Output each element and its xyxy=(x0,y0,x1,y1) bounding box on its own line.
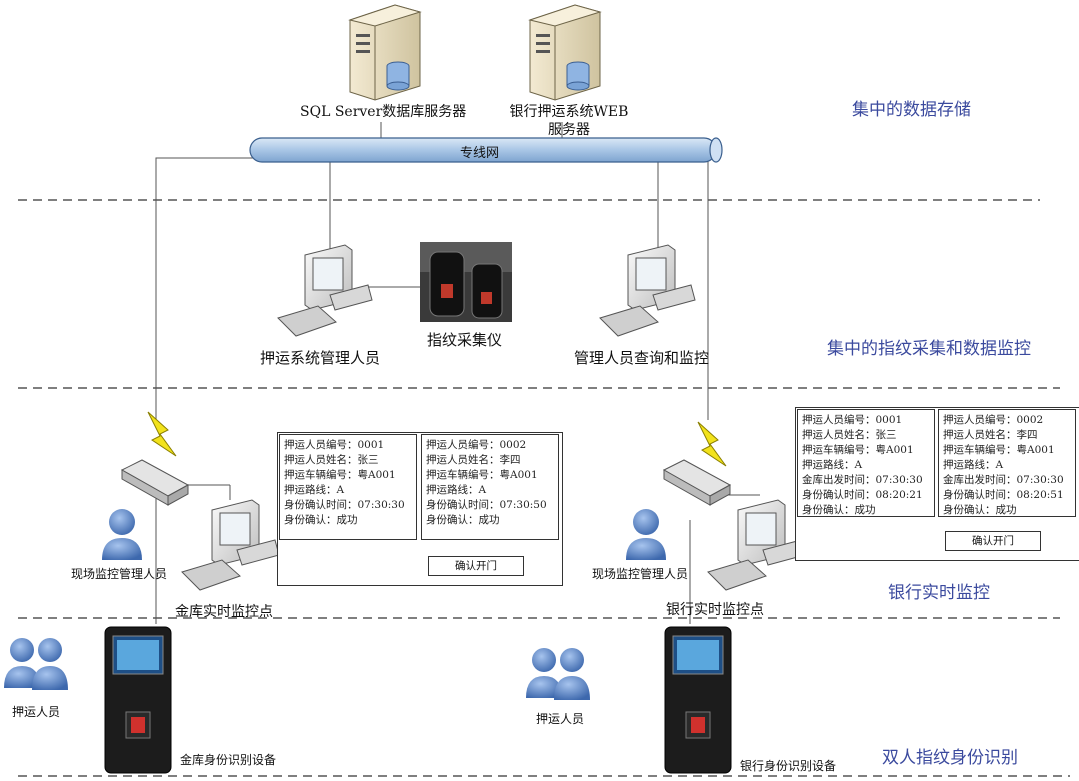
card-line: 身份确认：成功 xyxy=(943,504,1017,516)
manager-label: 管理人员查询和监控 xyxy=(574,349,710,367)
right-network-switch-icon xyxy=(662,459,732,506)
card-line: 身份确认时间：08:20:51 xyxy=(943,489,1064,501)
left-confirm-open-button[interactable]: 确认开门 xyxy=(428,556,524,576)
left-operator-label: 现场监控管理人员 xyxy=(71,567,168,581)
card-line: 身份确认时间：08:20:21 xyxy=(802,489,923,501)
right-confirm-open-button[interactable]: 确认开门 xyxy=(945,531,1041,551)
card-line: 身份确认：成功 xyxy=(802,504,876,516)
left-site-operator-icon xyxy=(102,509,142,560)
right-lightning-icon xyxy=(697,421,727,467)
left-escort-people-icon xyxy=(4,638,68,690)
card-line: 身份确认：成功 xyxy=(284,514,358,526)
section-dual-fingerprint: 双人指纹身份识别 xyxy=(882,748,1018,768)
card-line: 押运路线：A xyxy=(943,459,1004,471)
card-line: 押运路线：A xyxy=(802,459,863,471)
left-lightning-icon xyxy=(147,411,177,457)
card-line: 押运车辆编号：粤A001 xyxy=(943,444,1055,456)
card-line: 押运人员姓名：李四 xyxy=(943,429,1038,441)
section-central-fingerprint: 集中的指纹采集和数据监控 xyxy=(827,339,1031,359)
manager-computer-icon xyxy=(599,244,696,337)
right-card-2: 押运人员编号：0002 押运人员姓名：李四 押运车辆编号：粤A001 押运路线：… xyxy=(938,409,1076,517)
left-network-switch-icon xyxy=(120,459,190,506)
section-bank-monitor: 银行实时监控 xyxy=(888,583,990,603)
card-line: 身份确认：成功 xyxy=(426,514,500,526)
dedicated-network-pipe xyxy=(249,137,723,163)
right-card-1: 押运人员编号：0001 押运人员姓名：张三 押运车辆编号：粤A001 押运路线：… xyxy=(797,409,935,517)
card-line: 身份确认时间：07:30:30 xyxy=(284,499,405,511)
scanner-label: 指纹采集仪 xyxy=(427,331,503,349)
vault-device-label: 金库身份识别设备 xyxy=(180,753,277,767)
card-line: 金库出发时间：07:30:30 xyxy=(802,474,923,486)
card-line: 押运人员姓名：张三 xyxy=(284,454,379,466)
sql-server-label: SQL Server数据库服务器 xyxy=(300,104,467,120)
web-server-icon xyxy=(528,4,602,101)
card-line: 押运人员姓名：张三 xyxy=(802,429,897,441)
fingerprint-scanner-icon xyxy=(420,242,512,322)
web-server-label-line1: 银行押运系统WEB xyxy=(509,104,629,120)
vault-id-device-icon xyxy=(104,626,172,774)
bank-id-device-icon xyxy=(664,626,732,774)
right-site-computer-icon xyxy=(707,499,806,591)
connection-lines xyxy=(155,122,760,624)
card-line: 押运车辆编号：粤A001 xyxy=(802,444,914,456)
card-line: 押运人员编号：0002 xyxy=(943,414,1044,426)
dedicated-line-label: 专线网 xyxy=(460,146,500,161)
card-line: 金库出发时间：07:30:30 xyxy=(943,474,1064,486)
card-line: 身份确认时间：07:30:50 xyxy=(426,499,547,511)
left-point-label: 金库实时监控点 xyxy=(175,604,273,620)
middle-escort-people-icon xyxy=(526,648,590,700)
admin-label: 押运系统管理人员 xyxy=(260,349,381,367)
card-line: 押运人员编号：0001 xyxy=(284,439,385,451)
card-line: 押运车辆编号：粤A001 xyxy=(284,469,396,481)
admin-computer-icon xyxy=(277,244,373,337)
card-line: 押运人员姓名：李四 xyxy=(426,454,521,466)
card-line: 押运人员编号：0002 xyxy=(426,439,527,451)
section-dividers xyxy=(18,199,1070,777)
card-line: 押运路线：A xyxy=(426,484,487,496)
bank-device-label: 银行身份识别设备 xyxy=(740,759,837,773)
right-site-operator-icon xyxy=(626,509,666,560)
section-central-storage: 集中的数据存储 xyxy=(852,100,971,120)
sql-server-icon xyxy=(348,4,422,101)
left-escort-label: 押运人员 xyxy=(12,705,61,719)
card-line: 押运车辆编号：粤A001 xyxy=(426,469,538,481)
card-line: 押运路线：A xyxy=(284,484,345,496)
middle-escort-label: 押运人员 xyxy=(536,712,585,726)
left-site-computer-icon xyxy=(181,499,280,591)
left-card-2: 押运人员编号：0002 押运人员姓名：李四 押运车辆编号：粤A001 押运路线：… xyxy=(421,434,559,540)
right-operator-label: 现场监控管理人员 xyxy=(592,567,689,581)
card-line: 押运人员编号：0001 xyxy=(802,414,903,426)
right-point-label: 银行实时监控点 xyxy=(666,602,764,618)
web-server-label-line2: 服务器 xyxy=(548,122,590,138)
left-card-1: 押运人员编号：0001 押运人员姓名：张三 押运车辆编号：粤A001 押运路线：… xyxy=(279,434,417,540)
